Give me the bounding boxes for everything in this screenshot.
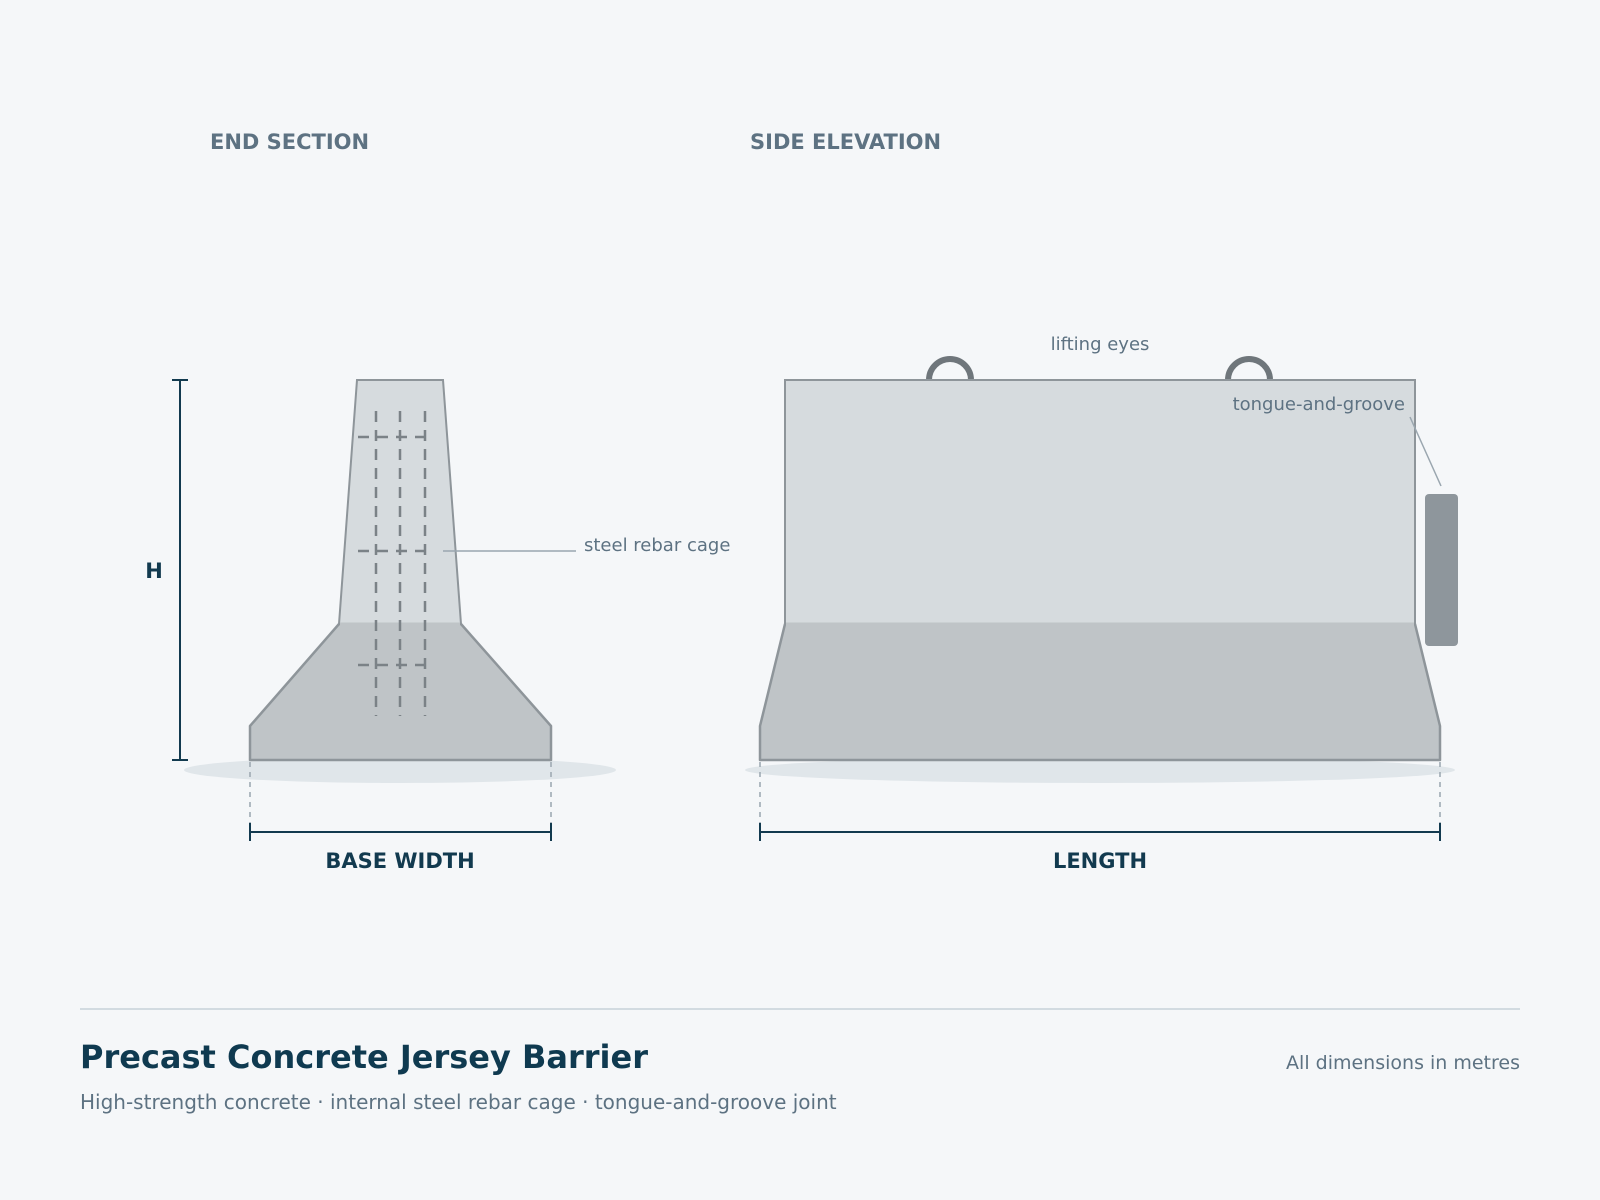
footer: Precast Concrete Jersey Barrier High-str… [80,1008,1520,1130]
lifting-eye-right [1225,356,1273,381]
base-width-label: BASE WIDTH [325,849,474,873]
side-elevation-title: SIDE ELEVATION [750,130,941,154]
end-section-title: END SECTION [210,130,369,154]
lifting-eye-left [926,356,974,381]
footer-title: Precast Concrete Jersey Barrier [80,1038,648,1076]
joint-leader-line [1409,416,1442,487]
length-dimension [759,762,1441,841]
side-ground-shadow [745,757,1455,783]
end-section: END SECTION steel rebar cage H [145,130,730,873]
side-elevation-upper-panel [784,379,1416,625]
height-dimension [172,379,188,761]
end-section-base [248,622,553,762]
lifting-eyes-callout: lifting eyes [1051,334,1150,355]
side-elevation: SIDE ELEVATION lifting eyes tongue-and-g… [745,130,1458,873]
height-label: H [145,559,163,583]
side-elevation-base [758,622,1442,762]
joint-callout: tongue-and-groove [1233,394,1405,415]
base-width-dimension [249,762,552,841]
footer-subtitle: High-strength concrete · internal steel … [80,1090,837,1114]
units-note: All dimensions in metres [1286,1052,1520,1074]
rebar-callout: steel rebar cage [584,535,730,556]
tongue-and-groove-joint [1425,494,1458,646]
length-label: LENGTH [1053,849,1147,873]
end-ground-shadow [184,757,616,783]
rebar-cage [358,411,434,716]
